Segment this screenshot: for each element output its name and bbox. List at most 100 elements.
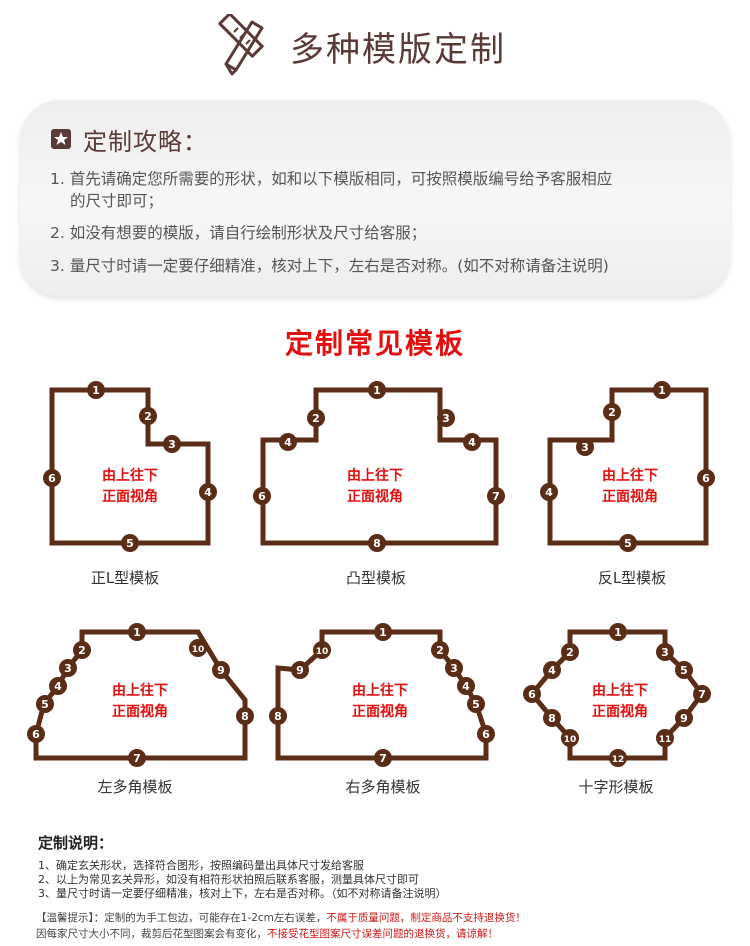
edge-number: 3	[450, 662, 458, 675]
edge-number: 1	[373, 384, 381, 397]
tip-line-2: 因每家尺寸大小不同，裁剪后花型图案会有变化，不接受花型图案尺寸误差问题的退换货，…	[36, 926, 498, 941]
edge-marker	[656, 643, 674, 661]
template-outline-3	[547, 387, 709, 546]
edge-number: 4	[284, 436, 292, 449]
edge-marker	[279, 433, 297, 451]
edge-number: 2	[312, 412, 320, 425]
edge-number: 5	[472, 698, 480, 711]
edge-marker	[693, 685, 711, 703]
edge-number: 5	[680, 664, 688, 677]
edge-marker	[139, 407, 157, 425]
edge-marker	[609, 749, 627, 767]
edge-number: 6	[702, 472, 710, 485]
page-title: 多种模版定制	[290, 30, 506, 70]
edge-marker	[36, 695, 54, 713]
edge-marker	[87, 381, 105, 399]
tip-text-1b: 不属于质量问题，制定商品不支持退换货！	[326, 912, 526, 924]
edge-number: 4	[545, 486, 553, 499]
template-caption-2: 凸型模板	[345, 569, 406, 587]
template-outline-2	[260, 387, 499, 546]
edge-number: 7	[492, 490, 500, 503]
edge-marker	[128, 623, 146, 641]
view-text-line-2: 正面视角	[102, 488, 158, 505]
edge-number: 8	[241, 710, 249, 723]
edge-marker	[445, 659, 463, 677]
edge-number: 2	[566, 646, 574, 659]
template-caption-3: 反L型模板	[597, 569, 667, 587]
edge-marker	[236, 707, 254, 725]
edge-number: 3	[442, 412, 450, 425]
edge-number: 11	[659, 735, 672, 745]
tip-line-1: 【温馨提示】：定制的为手工包边，可能存在1-2cm左右误差，不属于质量问题，制定…	[36, 910, 526, 925]
tip-text-2b: 不接受花型图案尺寸误差问题的退换货，请谅解！	[267, 928, 498, 940]
edge-number: 4	[204, 486, 212, 499]
edge-marker	[603, 403, 621, 421]
edge-number: 10	[564, 735, 577, 745]
tip-label: 【温馨提示】	[36, 912, 94, 924]
note-item-2: 2、以上为常见玄关异形，如没有相符形状拍照后联系客服，测量具体尺寸即可	[38, 873, 419, 886]
view-text-line-2: 正面视角	[602, 488, 658, 505]
edge-number: 3	[581, 441, 589, 454]
edge-marker	[163, 435, 181, 453]
edge-marker	[27, 725, 45, 743]
edge-marker	[291, 661, 309, 679]
edge-marker	[477, 725, 495, 743]
edge-number: 5	[41, 698, 49, 711]
edge-number: 9	[296, 664, 304, 677]
view-text-line-1: 由上往下	[347, 467, 403, 484]
guide-item-2: 2. 如没有想要的模版，请自行绘制形状及尺寸给客服；	[50, 224, 427, 242]
edge-number: 10	[316, 647, 329, 657]
edge-number: 7	[698, 688, 706, 701]
edge-marker	[431, 641, 449, 659]
view-text-line-2: 正面视角	[112, 703, 168, 720]
view-text-line-1: 由上往下	[352, 682, 408, 699]
template-caption-4: 左多角模板	[97, 778, 173, 796]
guide-item-3: 3. 量尺寸时请一定要仔细精准，核对上下，左右是否对称。(如不对称请备注说明)	[50, 257, 609, 275]
edge-number: 4	[54, 680, 62, 693]
edge-marker	[653, 381, 671, 399]
edge-number: 8	[274, 710, 282, 723]
edge-number: 2	[608, 406, 616, 419]
edge-marker	[374, 623, 392, 641]
edge-number: 3	[168, 438, 176, 451]
edge-number: 6	[32, 728, 40, 741]
edge-marker	[540, 483, 558, 501]
edge-marker	[368, 534, 386, 552]
edge-marker	[368, 381, 386, 399]
edge-marker	[128, 749, 146, 767]
edge-number: 1	[92, 384, 100, 397]
edge-number: 6	[482, 728, 490, 741]
star-badge-icon	[51, 129, 71, 149]
edge-marker	[561, 643, 579, 661]
view-text-line-2: 正面视角	[352, 703, 408, 720]
edge-number: 1	[614, 626, 622, 639]
edge-number: 5	[624, 537, 632, 550]
edge-number: 7	[379, 752, 387, 765]
edge-number: 2	[144, 410, 152, 423]
edge-marker	[212, 661, 230, 679]
edge-number: 9	[217, 664, 225, 677]
edge-marker	[121, 534, 139, 552]
tip-text-2a: 因每家尺寸大小不同，裁剪后花型图案会有变化，	[36, 928, 267, 940]
edge-marker	[609, 623, 627, 641]
template-outline-1	[49, 387, 211, 546]
edge-marker	[59, 659, 77, 677]
view-text-line-2: 正面视角	[347, 488, 403, 505]
note-item-3: 3、量尺寸时请一定要仔细精准，核对上下，左右是否对称。（如不对称请备注说明）	[38, 887, 447, 900]
note-item-1: 1、确定玄关形状，选择符合图形，按照编码量出具体尺寸发给客服	[38, 859, 364, 872]
view-text-line-1: 由上往下	[602, 467, 658, 484]
view-text-line-2: 正面视角	[592, 703, 648, 720]
edge-number: 9	[680, 712, 688, 725]
guide-panel: 定制攻略： 1. 首先请确定您所需要的形状，如和以下模版相同，可按照模版编号给予…	[20, 100, 730, 296]
view-text-line-1: 由上往下	[102, 467, 158, 484]
edge-number: 1	[133, 626, 141, 639]
edge-marker	[313, 641, 331, 659]
edge-number: 8	[373, 537, 381, 550]
guide-item-1-cont: 的尺寸即可；	[70, 192, 164, 210]
edge-marker	[374, 749, 392, 767]
edge-marker	[619, 534, 637, 552]
edge-marker	[543, 709, 561, 727]
edge-marker	[457, 677, 475, 695]
edge-number: 4	[462, 680, 470, 693]
